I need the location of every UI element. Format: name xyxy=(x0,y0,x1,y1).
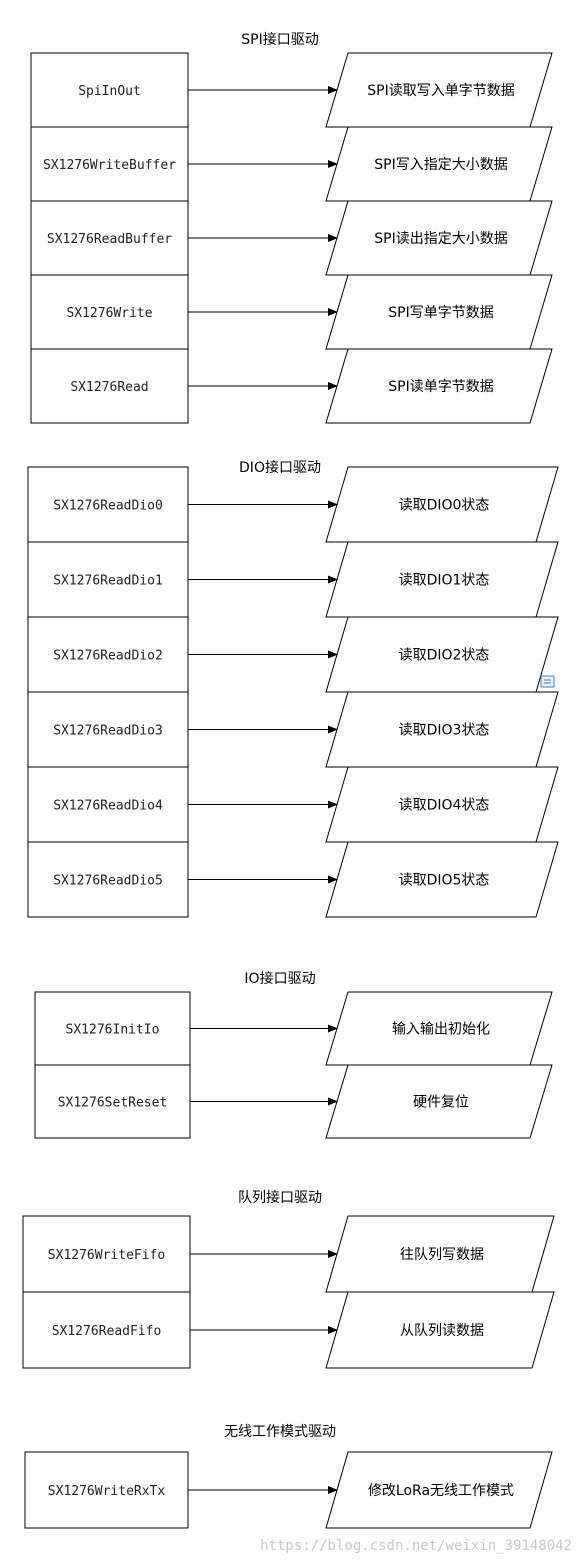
function-name: SX1276WriteFifo xyxy=(48,1248,165,1263)
function-name: SX1276SetReset xyxy=(58,1096,168,1111)
function-name: SX1276ReadDio4 xyxy=(53,799,163,814)
watermark: https://blog.csdn.net/weixin_39148042 xyxy=(260,1538,572,1554)
function-box xyxy=(27,766,189,843)
function-name: SX1276WriteBuffer xyxy=(43,158,176,173)
function-box xyxy=(30,200,189,276)
section: IO接口驱动 SX1276InitIo 输入输出初始化 SX1276SetReset 硬… xyxy=(34,970,553,1139)
function-box xyxy=(34,1064,191,1139)
description-text: 输入输出初始化 xyxy=(392,1021,490,1038)
function-name: SX1276Write xyxy=(66,306,152,321)
description-text: 读取DIO3状态 xyxy=(399,722,490,739)
function-box xyxy=(30,126,189,202)
description-text: SPI读取写入单字节数据 xyxy=(367,82,514,99)
function-box xyxy=(34,991,191,1066)
description-text: 从队列读数据 xyxy=(400,1322,484,1339)
description-shape xyxy=(325,348,553,424)
description-text: 读取DIO4状态 xyxy=(399,797,490,814)
description-text: 读取DIO0状态 xyxy=(399,497,490,514)
function-name: SX1276Read xyxy=(70,380,148,395)
function-name: SX1276ReadDio3 xyxy=(53,724,163,739)
section: SPI接口驱动 SpiInOut SPI读取写入单字节数据 SX1276WriteBu… xyxy=(30,31,553,424)
description-text: 读取DIO2状态 xyxy=(399,647,490,664)
description-text: 读取DIO1状态 xyxy=(399,572,490,589)
function-name: SX1276InitIo xyxy=(66,1023,160,1038)
section-title: IO接口驱动 xyxy=(244,970,315,987)
description-text: 硬件复位 xyxy=(413,1094,469,1111)
description-text: SPI写入指定大小数据 xyxy=(374,157,507,173)
comment-icon[interactable] xyxy=(540,675,555,688)
function-name: SpiInOut xyxy=(78,84,141,99)
function-name: SX1276ReadDio1 xyxy=(53,574,163,589)
function-name: SX1276ReadFifo xyxy=(52,1324,162,1339)
function-name: SX1276ReadBuffer xyxy=(47,232,172,247)
section: 无线工作模式驱动 SX1276WriteRxTx 修改LoRa无线工作模式 xyxy=(24,1424,553,1529)
function-box xyxy=(30,52,189,128)
description-shape xyxy=(325,1451,553,1529)
description-shape xyxy=(325,841,559,918)
function-name: SX1276ReadDio5 xyxy=(53,874,163,889)
function-name: SX1276WriteRxTx xyxy=(48,1484,166,1499)
section-title: DIO接口驱动 xyxy=(239,459,321,476)
function-name: SX1276ReadDio2 xyxy=(53,649,163,664)
function-box xyxy=(27,466,189,543)
section: DIO接口驱动 SX1276ReadDio0 读取DIO0状态 SX1276ReadD… xyxy=(27,459,559,918)
function-box xyxy=(30,348,189,424)
section-title: 无线工作模式驱动 xyxy=(224,1424,336,1440)
section-title: 队列接口驱动 xyxy=(238,1189,322,1206)
section: 队列接口驱动 SX1276WriteFifo 往队列写数据 SX1276ReadFif… xyxy=(22,1189,555,1369)
section-title: SPI接口驱动 xyxy=(241,31,318,48)
description-text: 修改LoRa无线工作模式 xyxy=(368,1483,514,1499)
description-text: 读取DIO5状态 xyxy=(399,872,490,889)
function-box xyxy=(22,1215,191,1293)
description-shape xyxy=(325,1064,553,1139)
function-box xyxy=(22,1291,191,1369)
description-text: 往队列写数据 xyxy=(400,1247,484,1263)
description-text: SPI读出指定大小数据 xyxy=(374,230,507,247)
description-text: SPI写单字节数据 xyxy=(388,305,493,321)
description-text: SPI读单字节数据 xyxy=(388,378,493,395)
function-name: SX1276ReadDio0 xyxy=(53,499,163,514)
function-box xyxy=(30,274,189,350)
function-box xyxy=(27,541,189,618)
description-shape xyxy=(325,1291,555,1369)
